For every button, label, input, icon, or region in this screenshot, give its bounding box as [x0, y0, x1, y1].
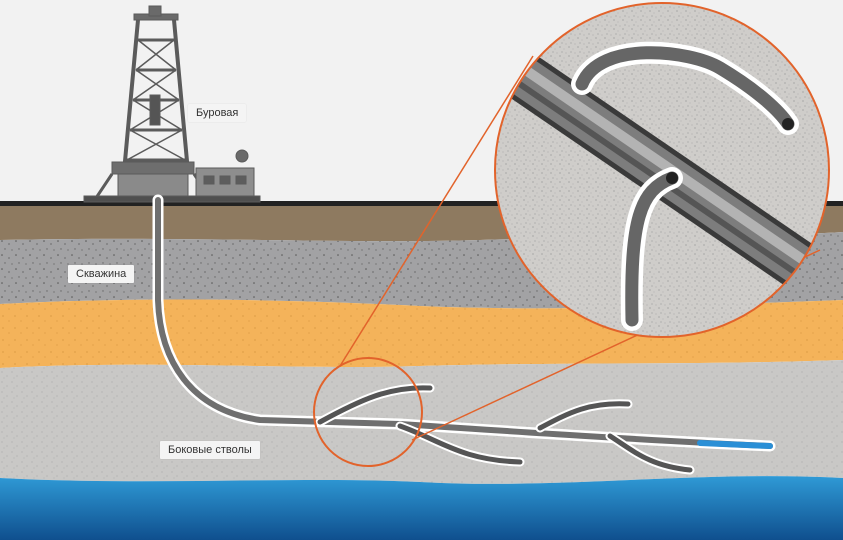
water-layer: [0, 476, 843, 540]
drilling-rig: [83, 5, 261, 203]
lateral-branches: [315, 383, 695, 475]
ground-surface: [0, 201, 843, 206]
junction-callout: [313, 357, 423, 467]
main-wellbore: [152, 194, 776, 452]
rig-label: Буровая: [188, 104, 247, 122]
magnified-view: [494, 2, 830, 338]
well-label: Скважина: [68, 265, 135, 283]
callout-line-top: [339, 55, 534, 367]
laterals-label: Боковые стволы: [160, 441, 260, 459]
